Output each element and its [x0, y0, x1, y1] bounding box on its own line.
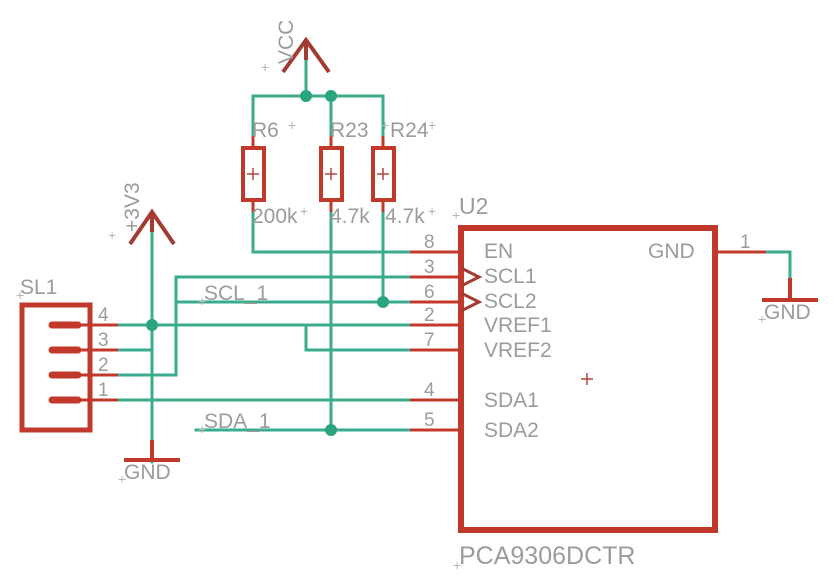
origin-cross-r23: +	[381, 117, 390, 133]
resistor-r23-body	[319, 136, 344, 212]
gnd-left-icon	[124, 440, 180, 462]
origin-cross-r24-value: +	[428, 203, 437, 219]
u2-pin-label-en: EN	[484, 240, 514, 263]
u2-pin-label-sda1: SDA1	[484, 389, 539, 412]
u2-pin-number-1: 1	[740, 232, 751, 253]
power-label-3v3: +3V3	[121, 182, 144, 232]
u2-pin-number-6: 6	[424, 282, 435, 303]
resistor-r24-body	[371, 136, 396, 212]
gnd-right-icon	[762, 278, 818, 302]
junction-dots	[146, 90, 389, 436]
net-label-scl-1: SCL_1	[204, 282, 269, 305]
origin-cross-r6-value: +	[300, 203, 309, 219]
p3v3-arrow-icon	[128, 208, 176, 246]
net-label-sda-1: SDA_1	[204, 410, 271, 433]
connector-designator-sl1: SL1	[20, 276, 58, 299]
origin-cross-gnd-right: +	[758, 311, 767, 327]
junction-sda	[325, 424, 337, 436]
origin-cross-vcc: +	[261, 59, 270, 75]
u2-pin-label-sda2: SDA2	[484, 419, 539, 442]
ic-u2-body	[410, 225, 766, 533]
origin-cross-sda1-net: +	[198, 421, 207, 437]
resistor-r6-body	[241, 136, 266, 212]
u2-pin-label-scl2: SCL2	[484, 290, 537, 313]
origin-cross-part: +	[453, 557, 462, 573]
sl1-pin-number-3: 3	[98, 330, 109, 351]
origin-cross-r6: +	[288, 117, 297, 133]
resistor-value-r23: 4.7k	[330, 205, 370, 228]
u2-pin-number-3: 3	[424, 257, 435, 278]
ic-part-name: PCA9306DCTR	[459, 542, 636, 570]
u2-pin-number-8: 8	[424, 232, 435, 253]
wire-network	[116, 58, 792, 464]
resistor-designator-r6: R6	[252, 119, 279, 142]
resistor-designator-r24: R24	[390, 119, 429, 142]
power-label-gnd-right: GND	[764, 301, 811, 324]
u2-pin-label-vref2: VREF2	[484, 339, 552, 362]
u2-pin-label-scl1: SCL1	[484, 265, 537, 288]
u2-pin-label-vref1: VREF1	[484, 314, 552, 337]
u2-pin-label-gnd: GND	[648, 240, 695, 263]
origin-cross-3v3: +	[108, 227, 117, 243]
junction-scl2	[377, 296, 389, 308]
clock-marker-icon	[460, 266, 483, 313]
u2-pin-number-7: 7	[424, 330, 435, 351]
connector-sl1-body	[19, 302, 118, 433]
sl1-pin-number-1: 1	[98, 380, 109, 401]
resistor-value-r24: 4.7k	[385, 205, 425, 228]
junction-vcc-2	[325, 90, 337, 102]
power-label-vcc: VCC	[275, 19, 298, 64]
vcc-arrow-icon	[281, 36, 331, 74]
u2-pin-number-2: 2	[424, 305, 435, 326]
u2-pin-number-4: 4	[424, 380, 435, 401]
resistor-value-r6: 200k	[252, 205, 298, 228]
origin-cross-scl1-net: +	[198, 293, 207, 309]
origin-cross-gnd-left: +	[118, 471, 127, 487]
u2-pin-number-5: 5	[424, 410, 435, 431]
origin-cross-r24: +	[428, 117, 437, 133]
power-label-gnd-left: GND	[124, 461, 171, 484]
sl1-pin-number-4: 4	[98, 305, 109, 326]
origin-cross-sl1: +	[16, 287, 25, 303]
origin-cross-u2: +	[452, 207, 461, 223]
junction-3v3	[146, 319, 158, 331]
junction-vcc-1	[300, 90, 312, 102]
sl1-pin-number-2: 2	[98, 355, 109, 376]
resistor-designator-r23: R23	[330, 119, 369, 142]
ic-designator-u2: U2	[459, 193, 489, 219]
origin-cross-icon	[581, 373, 593, 385]
